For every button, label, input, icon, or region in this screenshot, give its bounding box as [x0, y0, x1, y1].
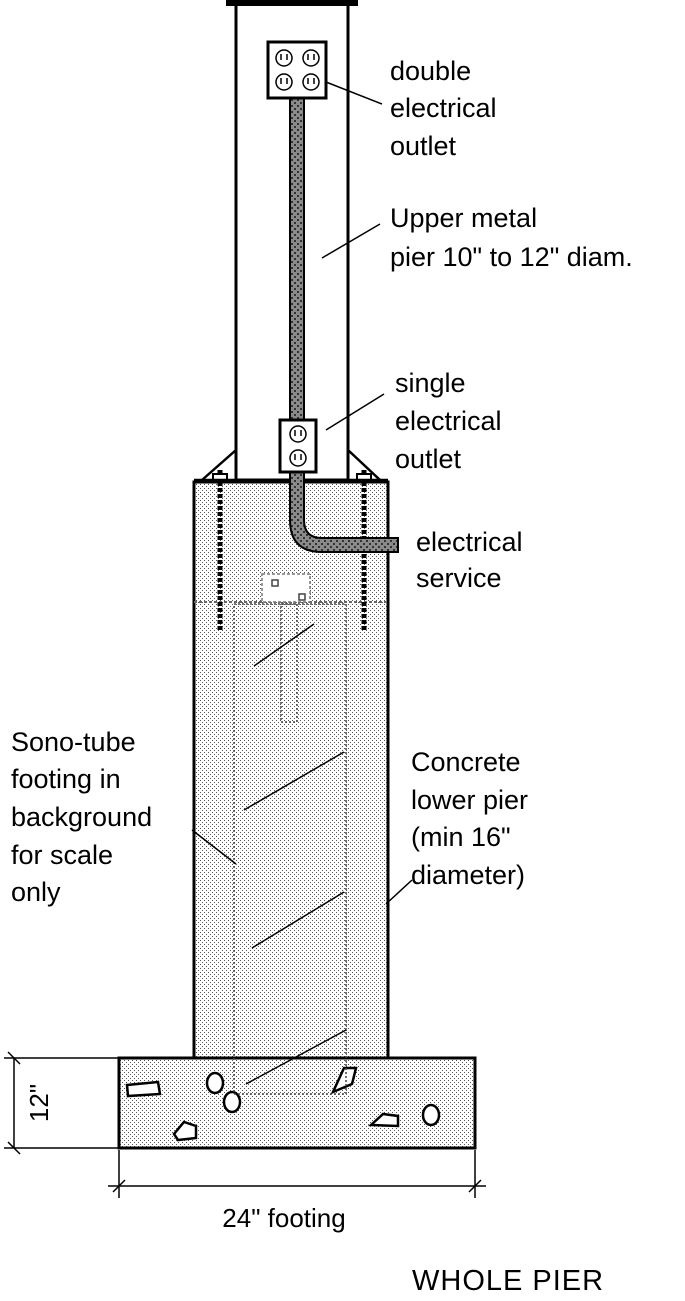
svg-text:Concrete: Concrete [411, 747, 521, 777]
double-outlet-icon [266, 40, 328, 100]
label-electrical-service: electrical service [416, 527, 523, 593]
svg-text:outlet: outlet [395, 444, 462, 474]
svg-text:pier 10" to 12" diam.: pier 10" to 12" diam. [390, 242, 633, 272]
anchor-box [261, 573, 311, 603]
label-upper-pier: Upper metal pier 10" to 12" diam. [390, 203, 633, 272]
svg-text:Upper metal: Upper metal [390, 203, 537, 233]
svg-text:single: single [395, 368, 466, 398]
svg-text:only: only [11, 877, 61, 907]
svg-text:lower pier: lower pier [411, 785, 528, 815]
dimension-footing-width: 24" footing [222, 1203, 345, 1233]
label-sono-tube: Sono-tube footing in background for scal… [11, 727, 152, 907]
label-double-outlet: double electrical outlet [390, 56, 497, 161]
label-concrete-pier: Concrete lower pier (min 16" diameter) [411, 747, 528, 890]
svg-text:service: service [416, 563, 502, 593]
svg-text:(min 16": (min 16" [411, 822, 511, 852]
svg-text:footing in: footing in [11, 764, 121, 794]
footing [117, 1056, 477, 1150]
footing-stones [125, 1066, 441, 1142]
diagram-title: WHOLE PIER [412, 1265, 604, 1296]
svg-text:electrical: electrical [395, 406, 502, 436]
dimension-lines [4, 1051, 486, 1198]
sono-tube-outline [233, 603, 347, 1095]
dimension-footing-height: 12" [24, 1084, 54, 1122]
svg-text:diameter): diameter) [411, 860, 525, 890]
svg-text:Sono-tube: Sono-tube [11, 727, 136, 757]
svg-text:background: background [11, 802, 152, 832]
svg-text:electrical: electrical [416, 527, 523, 557]
svg-text:double: double [390, 56, 471, 86]
svg-text:electrical: electrical [390, 93, 497, 123]
concrete-lower-pier [192, 480, 390, 1060]
single-outlet-icon [278, 418, 318, 474]
svg-text:for scale: for scale [11, 840, 113, 870]
leader-lines [191, 81, 413, 1085]
svg-text:outlet: outlet [390, 131, 457, 161]
label-single-outlet: single electrical outlet [395, 368, 502, 474]
